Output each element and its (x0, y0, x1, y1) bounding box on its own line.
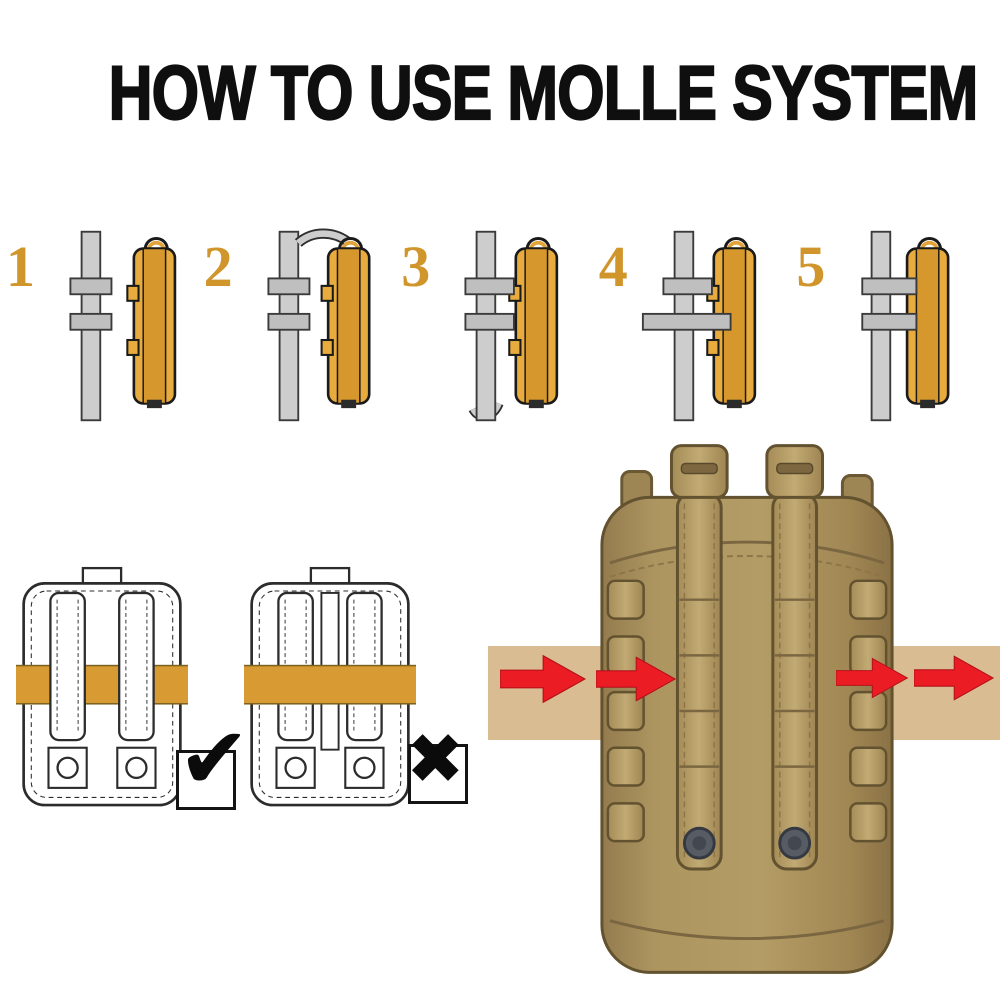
step-5-illustration (861, 230, 950, 422)
step-3: 3 (401, 226, 599, 426)
grommet (353, 756, 376, 779)
webbing-column (641, 230, 732, 422)
step-5-number: 5 (796, 234, 826, 299)
lid-seam (609, 540, 885, 565)
grommet (284, 756, 307, 779)
x-mark-icon: ✖ (406, 718, 465, 800)
weave-wrong-diagram (244, 566, 416, 807)
step-2: 2 (204, 226, 402, 426)
vertical-strap (118, 591, 155, 742)
pouch-panel (320, 237, 371, 409)
webbing-column (464, 230, 516, 422)
molle-ladder-left (606, 579, 645, 843)
step-3-illustration (464, 230, 559, 422)
molle-strap-right (765, 444, 825, 871)
arrow-right-icon (836, 657, 909, 699)
step-2-number: 2 (203, 234, 233, 299)
step-2-illustration (267, 228, 371, 422)
page-title: HOW TO USE MOLLE SYSTEM (0, 50, 1000, 137)
pouch-panel (508, 237, 559, 409)
webbing-column (861, 230, 918, 422)
molle-strap-left (669, 444, 729, 871)
step-4: 4 (599, 226, 797, 426)
step-3-number: 3 (401, 234, 431, 299)
arrow-right-icon (596, 656, 677, 702)
arrow-right-icon (914, 655, 995, 701)
grommet (125, 756, 148, 779)
arrow-right-icon (500, 654, 587, 704)
webbing-column (69, 230, 113, 422)
verdict-correct: ✔ (176, 716, 250, 810)
weave-correct-diagram (16, 566, 188, 807)
steps-row: 1 2 (6, 226, 994, 426)
orange-webbing-band (16, 664, 188, 705)
step-4-illustration (641, 230, 756, 422)
grommet-flap (116, 746, 157, 789)
orange-webbing-band (244, 664, 416, 705)
page-title-text: HOW TO USE MOLLE SYSTEM (108, 50, 979, 137)
grommet-flap (344, 746, 385, 789)
step-5: 5 (796, 226, 994, 426)
pouch-illustration (600, 444, 894, 974)
verdict-box (408, 744, 468, 804)
step-1-illustration (69, 230, 177, 422)
step-4-number: 4 (598, 234, 628, 299)
grommet-flap (275, 746, 316, 789)
vertical-strap (49, 591, 86, 742)
step-1-number: 1 (6, 234, 35, 299)
molle-ladder-right (849, 579, 888, 843)
pouch-body (600, 495, 894, 974)
step-1: 1 (6, 226, 204, 426)
grommet-flap (47, 746, 88, 789)
verdict-wrong: ✖ (406, 724, 470, 804)
webbing-column (267, 230, 310, 422)
pouch-panel (126, 237, 177, 409)
checkmark-icon: ✔ (178, 709, 251, 809)
verdict-box (176, 750, 236, 810)
pouch-panel (706, 237, 756, 409)
grommet (56, 756, 79, 779)
bottom-seam (609, 919, 885, 940)
